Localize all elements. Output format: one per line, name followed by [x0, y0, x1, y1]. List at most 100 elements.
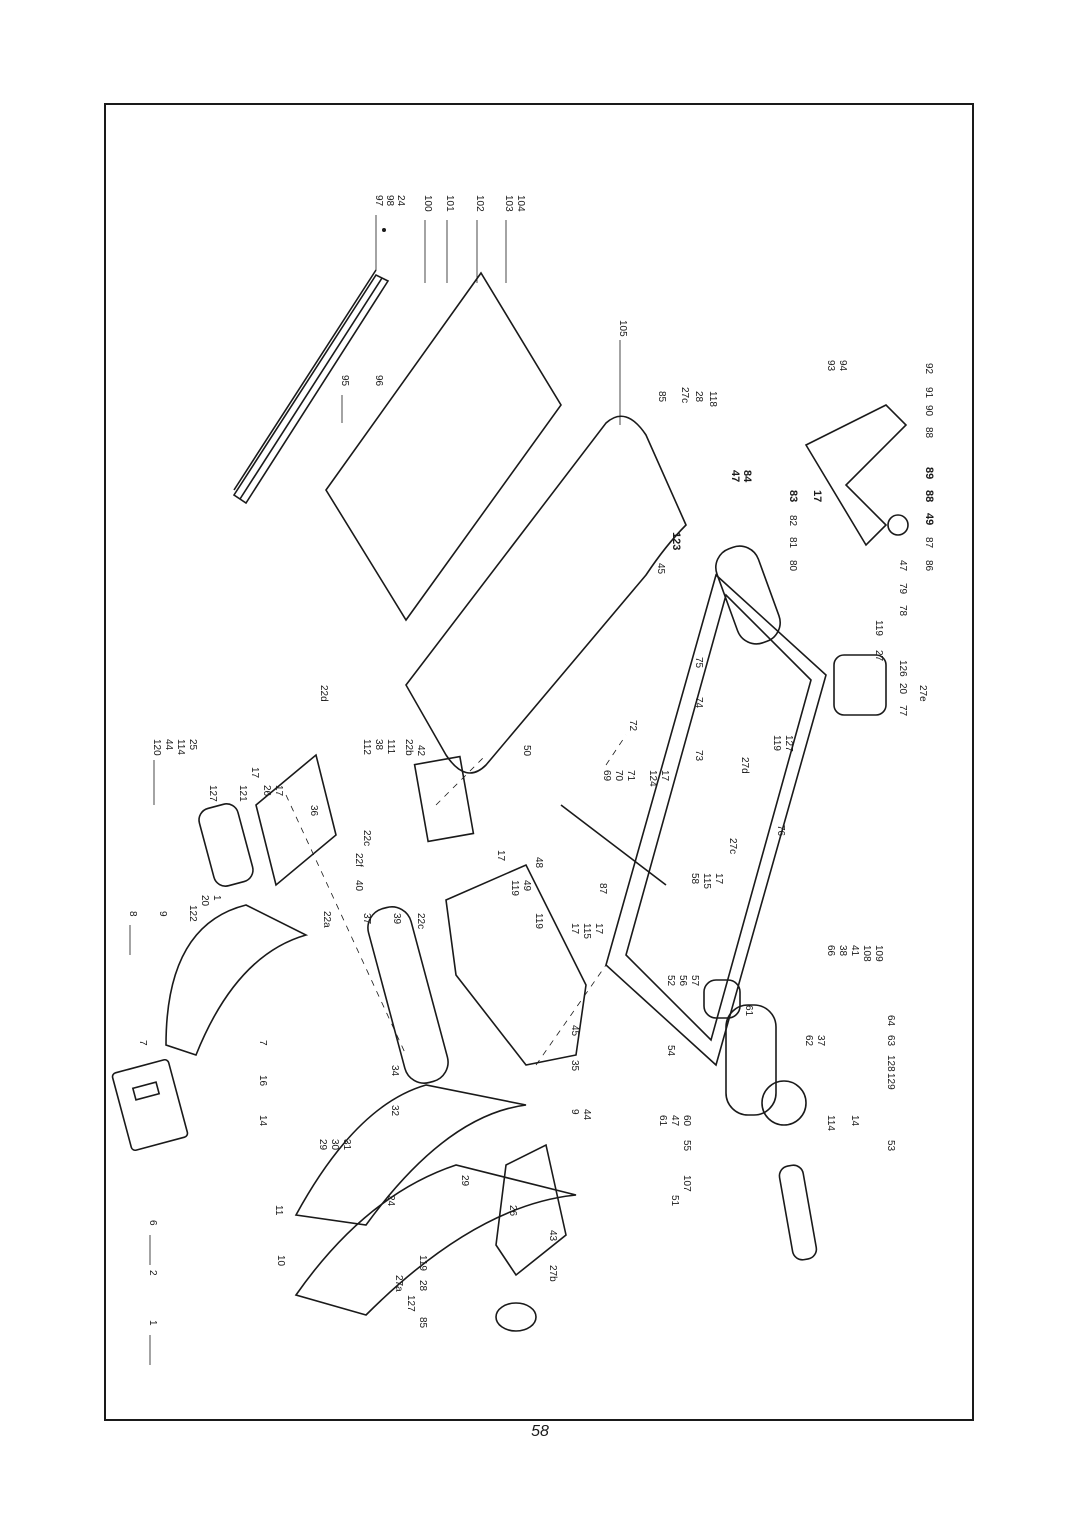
callout-121: 121: [237, 785, 248, 802]
motor-cover-panel: [445, 863, 587, 1066]
drive-pulley-rear: [833, 654, 887, 716]
callout-75: 75: [693, 657, 704, 669]
callout-11: 11: [273, 1205, 284, 1216]
callout-84: 84: [741, 470, 753, 483]
callout-127c: 127: [405, 1295, 416, 1312]
callout-22f: 22f: [353, 853, 364, 867]
callout-37b: 37: [815, 1035, 826, 1047]
callout-17c: 17: [249, 767, 260, 779]
callout-8: 8: [127, 911, 138, 917]
callout-27a: 27a: [393, 1275, 404, 1292]
callout-92: 92: [923, 363, 934, 375]
callout-35: 35: [569, 1060, 580, 1072]
callout-127b: 127: [207, 785, 218, 802]
callout-101: 101: [444, 195, 455, 212]
callout-27c2: 27c: [727, 838, 738, 854]
callout-47: 47: [729, 470, 741, 482]
callout-70: 70: [613, 770, 624, 782]
callout-50: 50: [521, 745, 532, 757]
callout-111: 111: [385, 739, 396, 755]
callout-7: 7: [137, 1040, 148, 1046]
deck-board: [325, 228, 562, 622]
callout-52: 52: [665, 975, 676, 987]
callout-24b: 24: [385, 1195, 396, 1207]
callout-17e: 17: [495, 850, 506, 862]
callout-104: 104: [515, 195, 526, 212]
callout-41: 41: [849, 945, 860, 957]
callout-29: 29: [317, 1139, 328, 1151]
exploded-parts-diagram: 97 98 24 100 101 102 103 104 105 95 96 8…: [111, 195, 935, 1365]
handlebar-upright-right: [294, 1084, 577, 1316]
callout-95: 95: [339, 375, 350, 387]
callout-119: 119: [873, 620, 884, 636]
callout-22b: 22b: [403, 739, 414, 756]
callout-61: 61: [743, 1005, 754, 1017]
callout-31: 31: [341, 1139, 352, 1151]
callout-71: 71: [625, 770, 636, 782]
callout-27e: 27e: [917, 685, 928, 702]
flywheel: [703, 979, 741, 1019]
callout-89: 89: [923, 467, 935, 479]
callout-37: 37: [361, 913, 372, 925]
callout-120: 120: [151, 739, 162, 756]
callout-126: 126: [897, 660, 908, 677]
callout-36: 36: [308, 805, 319, 817]
callout-24: 24: [395, 195, 406, 207]
callout-124: 124: [647, 770, 658, 787]
callout-98: 98: [384, 195, 395, 207]
callout-27: 27: [873, 650, 884, 662]
callout-42: 42: [415, 745, 426, 757]
callout-108: 108: [861, 945, 872, 962]
callout-14: 14: [257, 1115, 268, 1127]
callout-83: 83: [787, 490, 799, 502]
dashed-assembly-lines: [285, 734, 627, 1066]
main-frame: [560, 573, 827, 1067]
callout-45b: 45: [569, 1025, 580, 1037]
callout-47c: 47: [669, 1115, 680, 1127]
callout-129: 129: [885, 1073, 896, 1090]
wheel-front: [495, 1302, 537, 1332]
callout-100: 100: [422, 195, 433, 212]
callout-26: 26: [261, 785, 272, 797]
callout-6: 6: [147, 1220, 158, 1226]
callout-123: 123: [670, 532, 682, 550]
callout-44: 44: [163, 739, 174, 751]
page-number: 58: [531, 1423, 549, 1440]
callout-118: 118: [707, 391, 718, 407]
callout-61b: 61: [657, 1115, 668, 1127]
callout-44b: 44: [581, 1109, 592, 1121]
callout-9b: 9: [569, 1109, 580, 1115]
callout-74: 74: [693, 697, 704, 709]
callout-22a: 22a: [321, 911, 332, 928]
support-tube: [198, 803, 254, 887]
callout-122: 122: [187, 905, 198, 922]
callout-45: 45: [655, 563, 666, 575]
callout-1: 1: [211, 895, 222, 901]
callout-58: 58: [689, 873, 700, 885]
callout-30: 30: [329, 1139, 340, 1151]
upright-bracket: [255, 753, 337, 887]
callout-85b: 85: [417, 1317, 428, 1329]
callout-14b: 14: [849, 1115, 860, 1127]
callout-49: 49: [923, 513, 935, 525]
callout-94: 94: [837, 360, 848, 372]
rear-end-cap-assembly: [804, 404, 909, 547]
callout-60: 60: [681, 1115, 692, 1127]
callout-115: 115: [701, 873, 712, 889]
callout-9: 9: [157, 911, 168, 917]
callout-51: 51: [669, 1195, 680, 1207]
callout-128: 128: [885, 1055, 896, 1072]
callout-63: 63: [885, 1035, 896, 1047]
callout-28: 28: [693, 391, 704, 403]
callout-88: 88: [923, 427, 934, 439]
callout-64: 64: [885, 1015, 896, 1027]
callout-66: 66: [825, 945, 836, 957]
drive-roller: [367, 906, 449, 1084]
callout-7b: 7: [257, 1040, 268, 1046]
callout-17g: 17: [569, 923, 580, 935]
callout-86: 86: [923, 560, 934, 572]
diagram-frame: 97 98 24 100 101 102 103 104 105 95 96 8…: [104, 103, 974, 1421]
callout-54: 54: [665, 1045, 676, 1057]
callout-82: 82: [787, 515, 798, 527]
callout-17: 17: [811, 490, 823, 502]
